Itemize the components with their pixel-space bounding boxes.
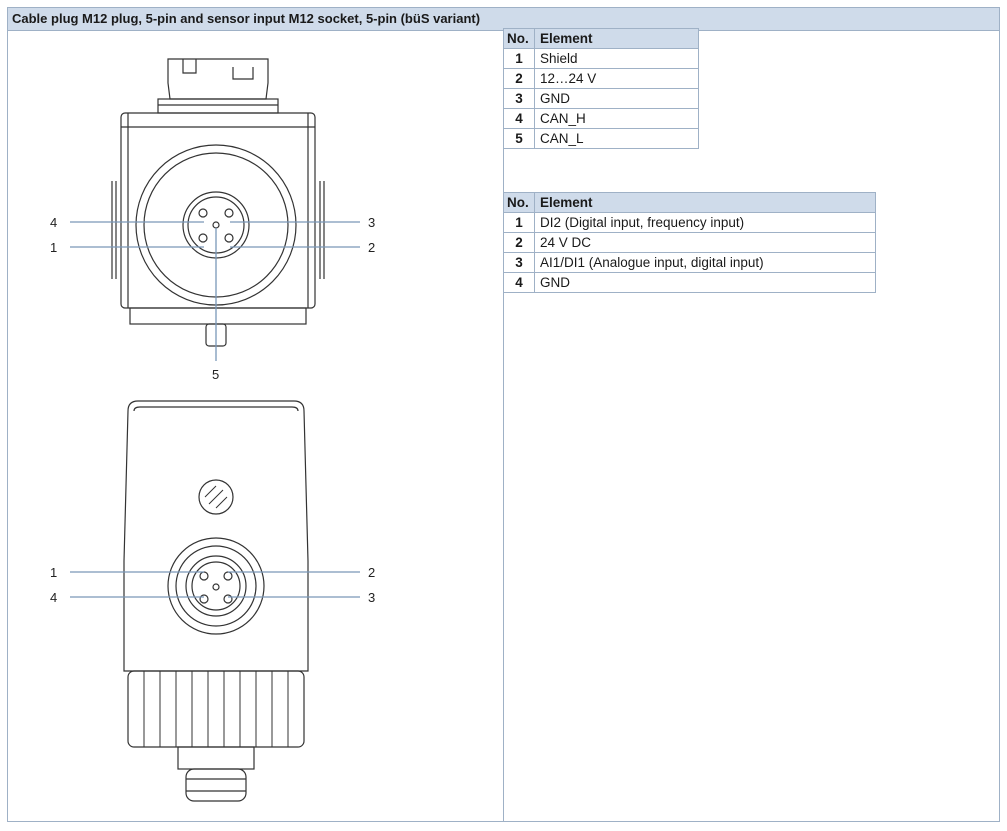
pin-number: 1 bbox=[503, 48, 535, 69]
bottom-housing bbox=[123, 400, 309, 672]
socket-outer bbox=[175, 545, 257, 627]
top-plug-clip bbox=[182, 59, 197, 74]
pin-number: 2 bbox=[503, 68, 535, 89]
socket-knurl bbox=[167, 537, 265, 635]
top-plug-clip-2 bbox=[232, 67, 254, 80]
col-header-element: Element bbox=[534, 192, 876, 213]
pin-element: Shield bbox=[534, 48, 699, 69]
top-housing bbox=[120, 112, 316, 309]
callout-top-4: 4 bbox=[50, 215, 57, 230]
pin-number: 5 bbox=[503, 128, 535, 149]
pin-element: 12…24 V bbox=[534, 68, 699, 89]
connector-drawing: 4 3 1 2 5 1 2 4 3 bbox=[50, 58, 375, 802]
top-knurl-right bbox=[319, 181, 325, 279]
pin-element: 24 V DC bbox=[534, 232, 876, 253]
pin-element: GND bbox=[534, 88, 699, 109]
pin-element: CAN_H bbox=[534, 108, 699, 129]
pin-number: 2 bbox=[503, 232, 535, 253]
callout-bottom-3: 3 bbox=[368, 590, 375, 605]
pin-number: 4 bbox=[503, 108, 535, 129]
col-header-no: No. bbox=[503, 192, 535, 213]
callout-top-2: 2 bbox=[368, 240, 375, 255]
gland-body bbox=[177, 746, 255, 770]
gland-nut bbox=[127, 670, 305, 748]
top-base bbox=[129, 307, 307, 325]
gland-tip bbox=[185, 768, 247, 802]
pin-element: CAN_L bbox=[534, 128, 699, 149]
callout-bottom-1: 1 bbox=[50, 565, 57, 580]
pin-number: 3 bbox=[503, 88, 535, 109]
column-divider bbox=[503, 30, 504, 821]
callout-bottom-4: 4 bbox=[50, 590, 57, 605]
pin-element: AI1/DI1 (Analogue input, digital input) bbox=[534, 252, 876, 273]
pin-number: 1 bbox=[503, 212, 535, 233]
socket-mid bbox=[185, 555, 247, 617]
pin-number: 4 bbox=[503, 272, 535, 293]
screw bbox=[198, 479, 234, 515]
callout-top-5: 5 bbox=[212, 367, 219, 382]
document-frame: Cable plug M12 plug, 5-pin and sensor in… bbox=[7, 7, 1000, 822]
pin-number: 3 bbox=[503, 252, 535, 273]
leader-lines bbox=[70, 221, 360, 598]
top-plug-nut bbox=[157, 98, 279, 114]
col-header-no: No. bbox=[503, 28, 535, 49]
callout-bottom-2: 2 bbox=[368, 565, 375, 580]
callout-top-3: 3 bbox=[368, 215, 375, 230]
callout-top-1: 1 bbox=[50, 240, 57, 255]
table-header-row: No. Element bbox=[503, 28, 699, 49]
pin-element: GND bbox=[534, 272, 876, 293]
top-knurl-left bbox=[111, 181, 117, 279]
col-header-element: Element bbox=[534, 28, 699, 49]
table-header-row: No. Element bbox=[503, 192, 876, 213]
pin-element: DI2 (Digital input, frequency input) bbox=[534, 212, 876, 233]
